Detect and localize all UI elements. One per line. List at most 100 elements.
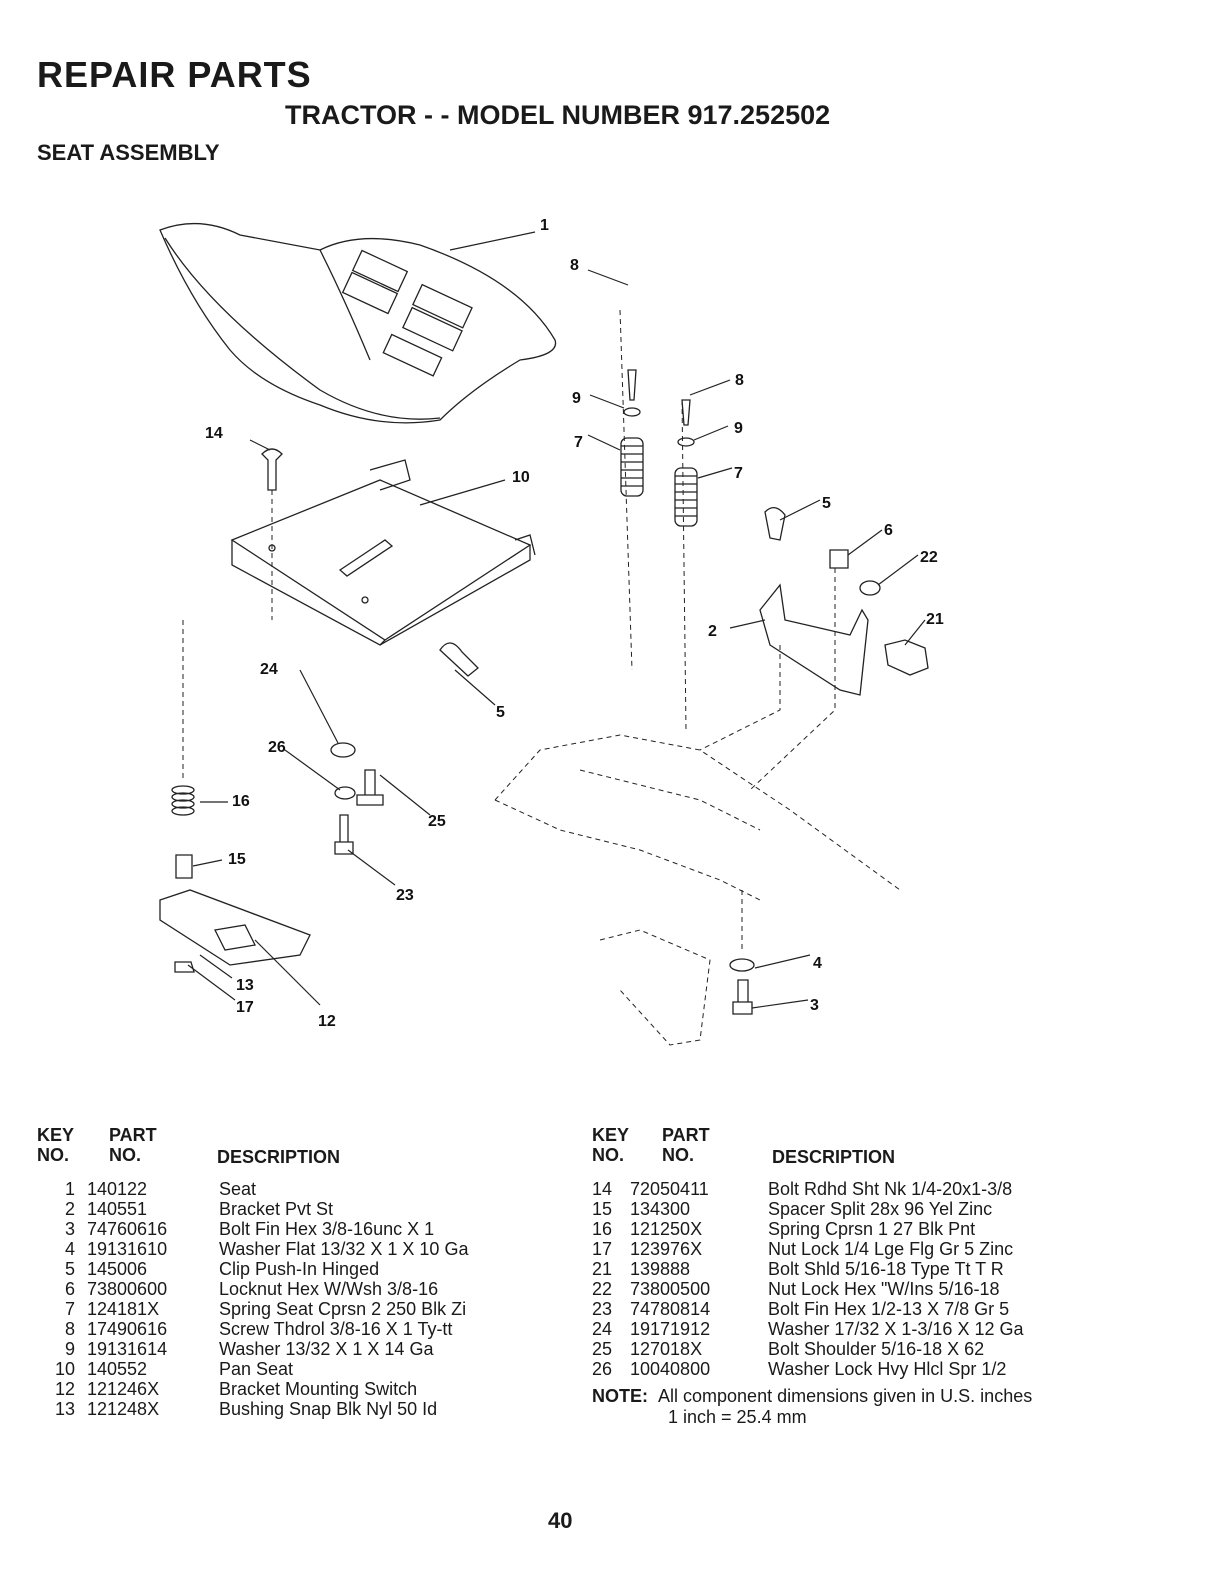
table-row: 8 17490616 Screw Thdrol 3/8-16 X 1 Ty-tt [37,1319,468,1339]
key-no-cell: 3 [64,1219,75,1239]
description-header: DESCRIPTION [217,1147,341,1167]
section-title: SEAT ASSEMBLY [37,140,220,165]
spring-16-part [171,785,195,816]
description-cell: Washer Lock Hvy Hlcl Spr 1/2 [768,1359,1007,1379]
callout-label: 13 [236,977,254,994]
description-header: DESCRIPTION [772,1147,896,1167]
key-no-cell: 2 [64,1199,75,1219]
key-no-cell: 13 [54,1399,75,1419]
key-no-cell: 21 [592,1259,613,1279]
callout-label: 4 [813,955,822,972]
description-cell: Washer Flat 13/32 X 1 X 10 Ga [219,1239,469,1259]
description-cell: Clip Push-In Hinged [219,1259,380,1279]
part-no-cell: 124181X [87,1299,160,1319]
description-cell: Nut Lock Hex "W/Ins 5/16-18 [768,1279,1000,1299]
key-no-cell: 26 [592,1359,613,1379]
key-no-cell: 23 [592,1299,613,1319]
description-cell: Nut Lock 1/4 Lge Flg Gr 5 Zinc [768,1239,1014,1259]
key-no-cell: 16 [592,1219,613,1239]
key-no-cell: 17 [592,1239,613,1259]
description-cell: Bracket Pvt St [219,1199,334,1219]
key-header-line2: NO. [592,1145,625,1165]
callout-label: 25 [428,813,446,830]
callout-label: 8 [735,372,744,389]
part-no-cell: 123976X [630,1239,703,1259]
part-no-cell: 72050411 [630,1179,709,1199]
part-no-cell: 10040800 [630,1359,711,1379]
callout-label: 22 [920,549,938,566]
table-row: 17 123976X Nut Lock 1/4 Lge Flg Gr 5 Zinc [592,1239,1023,1259]
callout-label: 8 [570,257,579,274]
note-line-2: 1 inch = 25.4 mm [668,1407,807,1427]
callout-label: 9 [734,420,743,437]
callout-label: 12 [318,1013,336,1030]
table-row: 4 19131610 Washer Flat 13/32 X 1 X 10 Ga [37,1239,468,1259]
table-row: 9 19131614 Washer 13/32 X 1 X 14 Ga [37,1339,468,1359]
callout-label: 21 [926,611,944,628]
callout-label: 6 [884,522,893,539]
key-no-cell: 10 [54,1359,75,1379]
callout-label: 15 [228,851,246,868]
part-no-cell: 19171912 [630,1319,711,1339]
part-no-cell: 121246X [87,1379,160,1399]
description-cell: Screw Thdrol 3/8-16 X 1 Ty-tt [219,1319,453,1339]
key-header-line1: KEY [37,1125,75,1145]
callout-label: 7 [734,465,743,482]
dimension-note: NOTE: All component dimensions given in … [592,1386,1032,1428]
part-no-cell: 74760616 [87,1219,168,1239]
key-no-cell: 4 [64,1239,75,1259]
description-cell: Washer 17/32 X 1-3/16 X 12 Ga [768,1319,1024,1339]
part-no-cell: 139888 [630,1259,691,1279]
part-no-cell: 121250X [630,1219,703,1239]
part-no-cell: 19131610 [87,1239,168,1259]
description-cell: Bracket Mounting Switch [219,1379,418,1399]
page-number: 40 [548,1508,573,1533]
note-line-1: All component dimensions given in U.S. i… [658,1386,1033,1406]
part-header-line2: NO. [662,1145,695,1165]
key-no-cell: 25 [592,1339,613,1359]
key-no-cell: 1 [64,1179,75,1199]
key-no-cell: 9 [64,1339,75,1359]
callout-label: 17 [236,999,254,1016]
part-no-cell: 19131614 [87,1339,168,1359]
callout-label: 2 [708,623,717,640]
callout-label: 14 [205,425,223,442]
description-cell: Bolt Fin Hex 1/2-13 X 7/8 Gr 5 [768,1299,1010,1319]
description-cell: Bushing Snap Blk Nyl 50 Id [219,1399,438,1419]
page-title: REPAIR PARTS [37,54,312,95]
part-no-cell: 127018X [630,1339,703,1359]
part-no-cell: 121248X [87,1399,160,1419]
seat-part [159,222,557,424]
key-no-cell: 8 [64,1319,75,1339]
key-no-cell: 22 [592,1279,613,1299]
callout-label: 24 [260,661,278,678]
description-cell: Spacer Split 28x 96 Yel Zinc [768,1199,993,1219]
callout-label: 1 [540,217,549,234]
part-no-cell: 73800600 [87,1279,168,1299]
description-cell: Pan Seat [219,1359,294,1379]
table-row: 15 134300 Spacer Split 28x 96 Yel Zinc [592,1199,1023,1219]
callout-label: 23 [396,887,414,904]
part-no-cell: 134300 [630,1199,691,1219]
description-cell: Washer 13/32 X 1 X 14 Ga [219,1339,434,1359]
part-no-cell: 17490616 [87,1319,168,1339]
key-no-cell: 15 [592,1199,613,1219]
part-header-line1: PART [662,1125,710,1145]
callout-label: 10 [512,469,530,486]
